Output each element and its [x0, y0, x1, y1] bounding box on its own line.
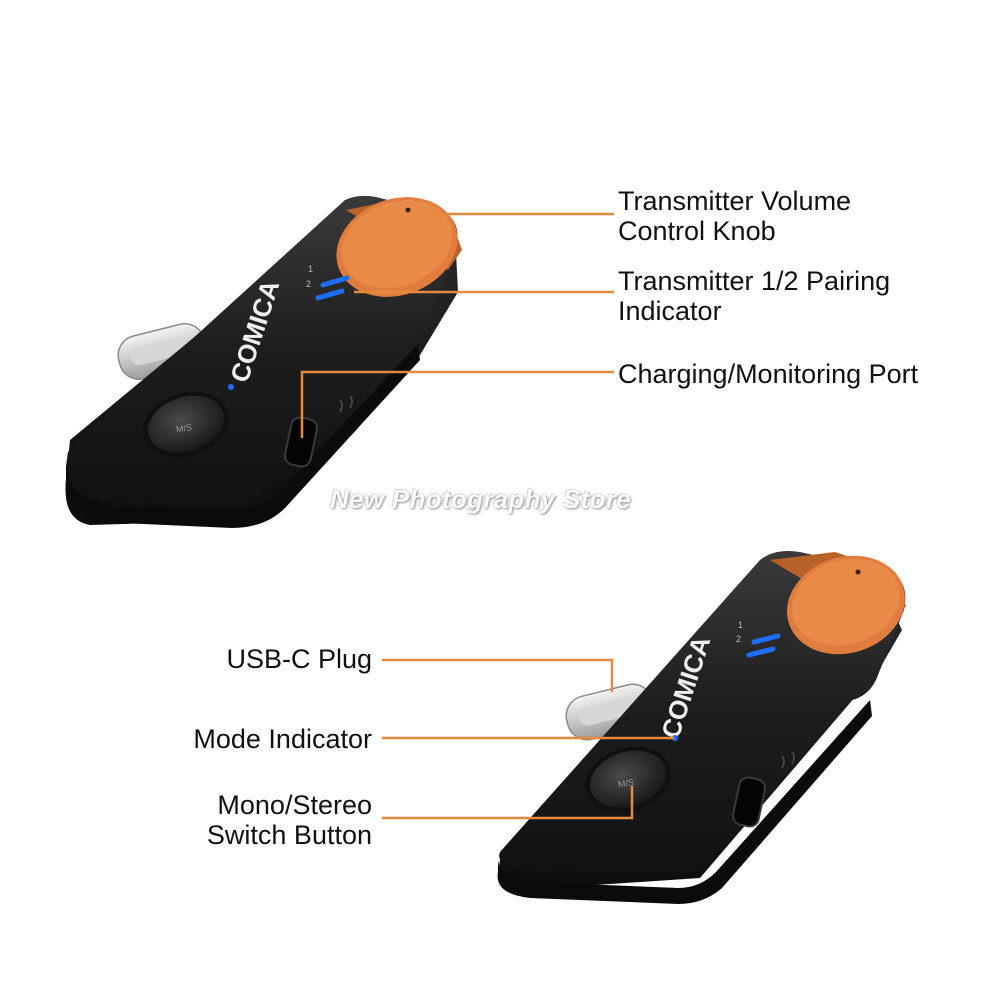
switch-button-top-label: M/S [175, 422, 192, 434]
device-bottom: 1 2 COMICA M/S [497, 541, 918, 904]
store-watermark: New Photography Store [330, 484, 631, 514]
leader-switch-button [382, 786, 634, 820]
callout-mode-indicator: Mode Indicator [193, 724, 372, 754]
callout-pairing-indicator-line1: Transmitter 1/2 Pairing [618, 266, 891, 296]
callout-volume-knob-line1: Transmitter Volume [618, 186, 852, 216]
volume-knob-bottom[interactable] [770, 541, 918, 669]
leader-lines [300, 212, 674, 820]
leader-charging-port [300, 370, 614, 438]
channel-mark-2: 2 [306, 279, 311, 289]
channel-mark-2-bottom: 2 [736, 634, 741, 644]
callout-pairing-indicator-line2: Indicator [618, 296, 722, 326]
side-vents-bottom [781, 751, 795, 769]
charging-port-top [283, 416, 319, 468]
switch-button-bottom[interactable]: M/S [576, 736, 679, 824]
callout-switch-button-line2: Switch Button [206, 820, 372, 850]
callout-switch-button-line1: Mono/Stereo [217, 790, 372, 820]
switch-button-top[interactable]: M/S [134, 381, 237, 469]
volume-knob-top[interactable] [322, 181, 471, 314]
callout-charging-port: Charging/Monitoring Port [618, 359, 919, 389]
switch-button-bottom-label: M/S [617, 777, 634, 789]
pairing-indicator-top [315, 275, 350, 301]
charging-port-bottom [731, 776, 767, 828]
channel-mark-1-bottom: 1 [738, 620, 743, 630]
side-vents-top [339, 395, 353, 413]
mode-indicator-bottom [672, 735, 678, 741]
device-bottom-edge [497, 700, 872, 904]
channel-mark-1: 1 [308, 264, 313, 274]
callout-volume-knob-line2: Control Knob [618, 216, 776, 246]
mode-indicator-top [228, 384, 234, 390]
device-top: 1 2 COMICA M/S [65, 181, 471, 528]
device-top-edge [65, 344, 420, 528]
callout-usb-c-plug: USB-C Plug [226, 644, 372, 674]
leader-usb-c-plug [382, 658, 614, 692]
pairing-indicator-bottom [746, 633, 781, 658]
